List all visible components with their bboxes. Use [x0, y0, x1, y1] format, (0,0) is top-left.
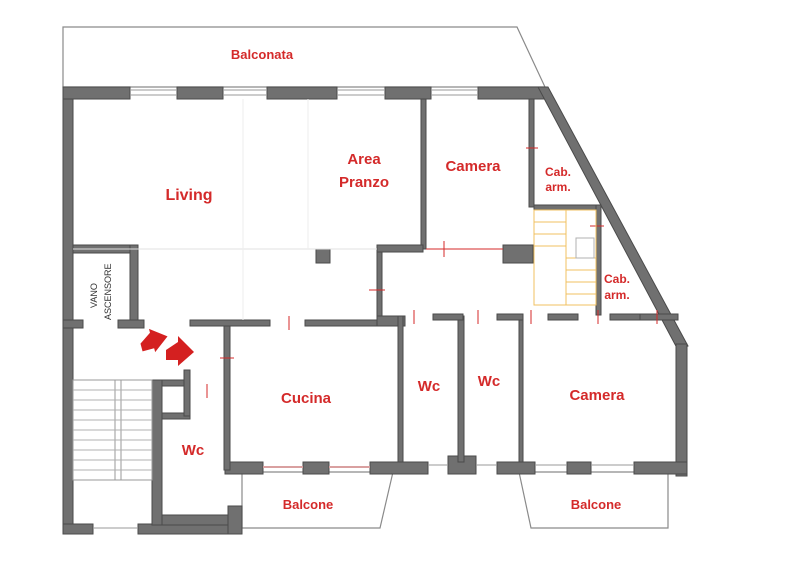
label-cab-arm-top-2: arm.	[545, 180, 570, 194]
staircase-left	[72, 379, 153, 481]
label-vano-ascensore-2: ASCENSORE	[103, 263, 113, 320]
label-cab-arm-right-2: arm.	[604, 288, 629, 302]
label-wc-left: Wc	[182, 442, 205, 459]
entrance-arrows	[140, 328, 194, 366]
windows-bottom	[93, 464, 634, 529]
door-marks	[206, 147, 658, 398]
label-wc-mid2: Wc	[478, 373, 501, 390]
label-cucina: Cucina	[281, 390, 332, 407]
label-wc-mid1: Wc	[418, 378, 441, 395]
windows-top	[130, 89, 478, 96]
label-balcone-left: Balcone	[283, 497, 334, 512]
label-balconata: Balconata	[231, 47, 294, 62]
entrance-arrow-icon	[166, 336, 194, 366]
label-vano-ascensore-1: VANO	[89, 283, 99, 308]
staircase-right	[533, 209, 597, 306]
label-living: Living	[165, 187, 212, 204]
label-camera-top: Camera	[445, 158, 501, 175]
label-cab-arm-right-1: Cab.	[604, 272, 630, 286]
entrance-arrow-icon	[140, 328, 168, 353]
label-cab-arm-top-1: Cab.	[545, 165, 571, 179]
outer-walls	[62, 86, 689, 535]
label-area-pranzo-2: Pranzo	[339, 174, 389, 191]
label-balcone-right: Balcone	[571, 497, 622, 512]
living-faint-lines	[73, 99, 377, 320]
balconata-outline	[62, 26, 546, 88]
label-area-pranzo-1: Area	[347, 151, 381, 168]
label-camera-bottom: Camera	[569, 387, 625, 404]
balcone-right-outline	[518, 471, 669, 529]
